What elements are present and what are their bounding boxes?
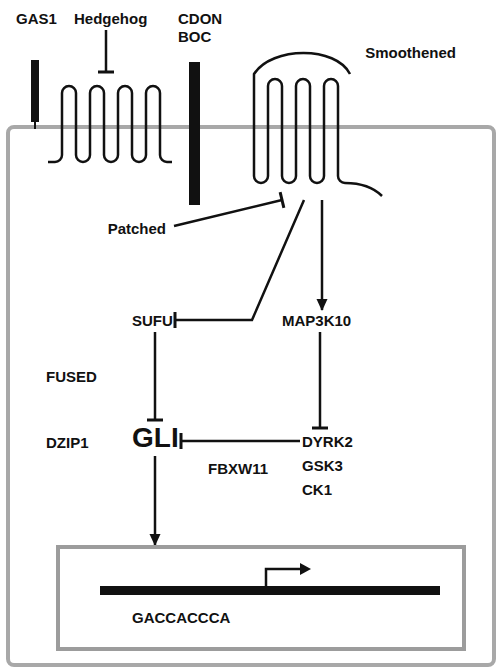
inhibition-connector xyxy=(105,30,108,72)
gas1-anchor xyxy=(34,121,36,129)
protein-label: Smoothened xyxy=(365,44,456,62)
transcription-arrowhead xyxy=(300,563,311,575)
gene-illustration xyxy=(60,549,462,647)
gas1-protein xyxy=(31,60,39,122)
protein-label: CDON BOC xyxy=(178,10,222,46)
inhibition-connector xyxy=(154,332,157,420)
protein-node: MAP3K10 xyxy=(280,310,354,332)
protein-label: GAS1 xyxy=(16,10,57,28)
dna-strand xyxy=(100,586,440,595)
protein-label: MAP3K10 xyxy=(282,312,352,330)
activation-connector xyxy=(321,200,324,310)
protein-node: DZIP1 xyxy=(44,432,91,454)
protein-label: SUFU xyxy=(132,312,173,330)
transcription-start-arrow xyxy=(266,569,301,586)
smoothened-receptor xyxy=(232,40,460,200)
receptor-node: Patched xyxy=(44,72,174,242)
protein-label: FUSED xyxy=(46,368,97,386)
protein-label: FBXW11 xyxy=(208,460,269,478)
protein-node: SUFU xyxy=(130,310,175,332)
kinase-group-node: DYRK2 GSK3 CK1 xyxy=(300,428,355,504)
protein-node: CDON BOC xyxy=(176,8,225,48)
activation-connector xyxy=(154,456,157,545)
inhibition-connector xyxy=(319,332,322,428)
promoter-sequence: GACCACCCA xyxy=(132,609,230,627)
transmembrane-helix xyxy=(48,86,172,162)
ligand-label: Hedgehog xyxy=(74,10,148,28)
receptor-node: Smoothened xyxy=(232,40,460,200)
transmembrane-helix xyxy=(254,53,382,196)
nucleus-box: GACCACCCA xyxy=(56,545,466,651)
patched-receptor xyxy=(44,72,174,242)
inhibition-connector xyxy=(174,200,282,226)
inhibition-connector xyxy=(181,440,300,443)
ligand-node: Hedgehog xyxy=(72,8,150,30)
protein-node: GAS1 xyxy=(14,8,59,30)
protein-label: GLI xyxy=(132,422,179,454)
protein-label: DYRK2 GSK3 CK1 xyxy=(302,430,353,502)
protein-label: DZIP1 xyxy=(46,434,89,452)
protein-node: FUSED xyxy=(44,366,99,388)
cdon-boc-protein xyxy=(189,62,200,205)
transcription-factor-node: GLI xyxy=(130,420,181,456)
inhibition-connector xyxy=(175,200,304,320)
protein-node: FBXW11 xyxy=(206,458,271,480)
protein-label: Patched xyxy=(108,220,166,238)
cell-membrane xyxy=(8,127,494,665)
